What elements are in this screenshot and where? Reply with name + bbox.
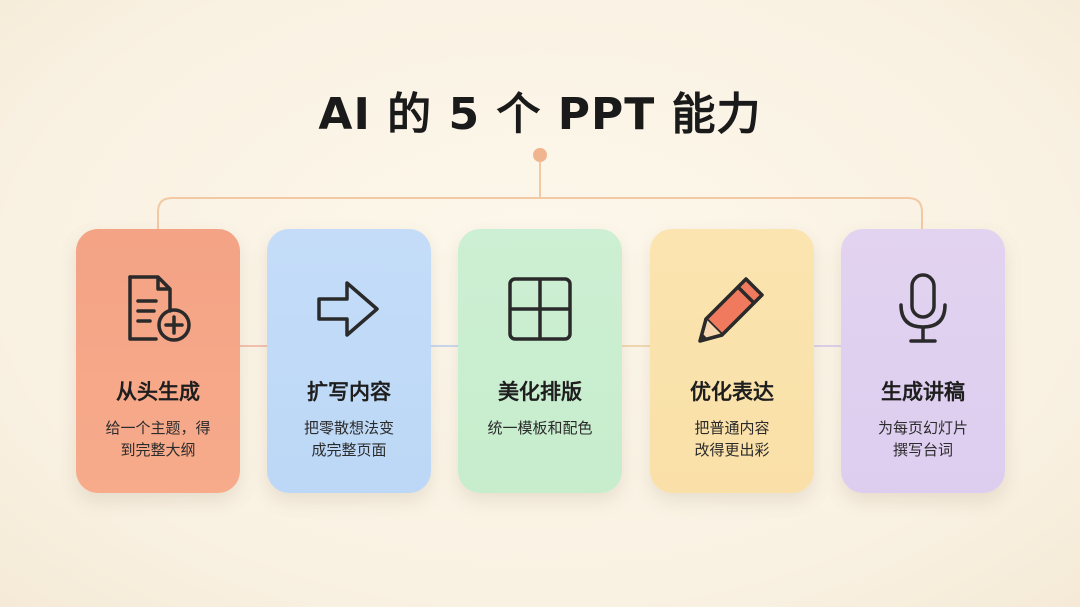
- card-desc-line: 统一模板和配色: [487, 419, 593, 437]
- card-label: 美化排版: [498, 380, 582, 404]
- page-title: AI 的 5 个 PPT 能力: [318, 89, 762, 140]
- arrow-right-icon: [317, 281, 379, 337]
- card-desc-line: 给一个主题，得: [105, 419, 211, 437]
- card-label: 优化表达: [690, 380, 774, 404]
- microphone-icon: [899, 273, 947, 343]
- card-description: 统一模板和配色: [476, 417, 604, 439]
- card-desc-line: 为每页幻灯片: [877, 419, 968, 437]
- card-description: 把普通内容 改得更出彩: [668, 417, 796, 461]
- card-desc-line: 把普通内容: [694, 419, 770, 437]
- card-description: 给一个主题，得 到完整大纲: [94, 417, 222, 461]
- card-expand-content: 扩写内容 把零散想法变 成完整页面: [267, 229, 431, 493]
- card-label: 从头生成: [116, 380, 200, 404]
- document-plus-icon: [128, 275, 191, 342]
- card-label: 扩写内容: [307, 380, 391, 404]
- card-desc-line: 成完整页面: [311, 441, 387, 459]
- branch-line: [157, 197, 923, 232]
- card-desc-line: 改得更出彩: [694, 441, 770, 459]
- card-generate-from-scratch: 从头生成 给一个主题，得 到完整大纲: [76, 229, 240, 493]
- card-generate-speech: 生成讲稿 为每页幻灯片 撰写台词: [841, 229, 1005, 493]
- grid-layout-icon: [508, 277, 572, 341]
- card-description: 为每页幻灯片 撰写台词: [859, 417, 987, 461]
- card-beautify-layout: 美化排版 统一模板和配色: [458, 229, 622, 493]
- card-label: 生成讲稿: [881, 380, 965, 404]
- card-desc-line: 撰写台词: [892, 441, 953, 459]
- card-optimize-expression: 优化表达 把普通内容 改得更出彩: [650, 229, 814, 493]
- card-description: 把零散想法变 成完整页面: [285, 417, 413, 461]
- root-node: [533, 148, 547, 162]
- card-desc-line: 把零散想法变: [303, 419, 394, 437]
- pencil-icon: [698, 277, 764, 343]
- card-desc-line: 到完整大纲: [120, 441, 196, 459]
